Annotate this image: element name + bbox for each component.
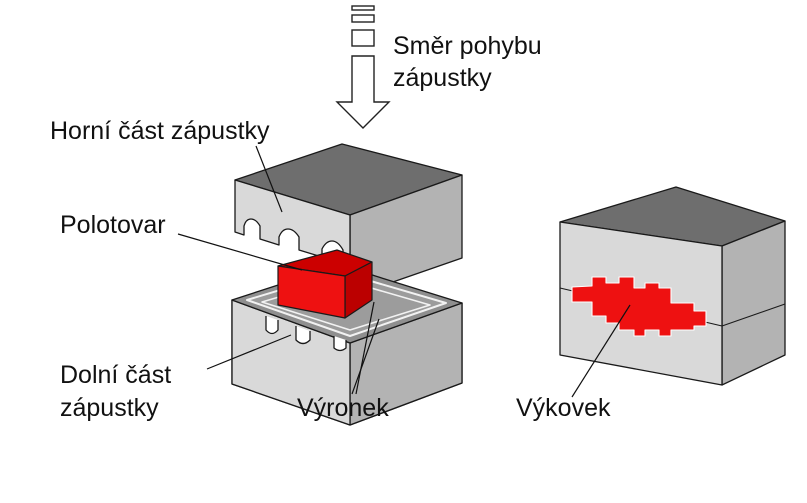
upper-die: [234, 143, 463, 284]
forging-label: Výkovek: [516, 394, 611, 422]
lower-die-notch-3: [333, 336, 347, 352]
leader-upper-die: [255, 145, 283, 213]
leader-flash-1: [351, 318, 380, 395]
arrow-dash-3: [351, 29, 375, 47]
lower-die-label-line2: zápustky: [60, 394, 159, 422]
leader-lower-die: [206, 334, 292, 370]
lower-die-label-line1: Dolní část: [60, 361, 171, 389]
forged-block: [559, 186, 786, 386]
arrow-dash-1: [351, 5, 375, 11]
direction-label-line2: zápustky: [393, 64, 492, 92]
direction-label-line1: Směr pohybu: [393, 32, 542, 60]
blank-workpiece: [277, 249, 373, 319]
upper-die-label: Horní část zápustky: [50, 117, 270, 145]
motion-arrow: [335, 5, 391, 129]
leader-blank: [177, 233, 303, 271]
leader-flash-2: [355, 301, 375, 395]
leader-lines: [177, 145, 631, 398]
lower-die-notch-2: [295, 326, 311, 345]
forged-block-side: [721, 220, 786, 386]
arrow-dash-2: [351, 14, 375, 23]
arrow-head: [335, 55, 391, 129]
leader-forging: [571, 304, 631, 398]
blank-label: Polotovar: [60, 211, 166, 239]
lower-die-notch-1: [265, 316, 279, 335]
upper-die-front: [234, 179, 351, 266]
blank-front: [277, 265, 346, 319]
flash-label: Výronek: [297, 394, 389, 422]
forged-parting-line-side: [721, 303, 786, 327]
